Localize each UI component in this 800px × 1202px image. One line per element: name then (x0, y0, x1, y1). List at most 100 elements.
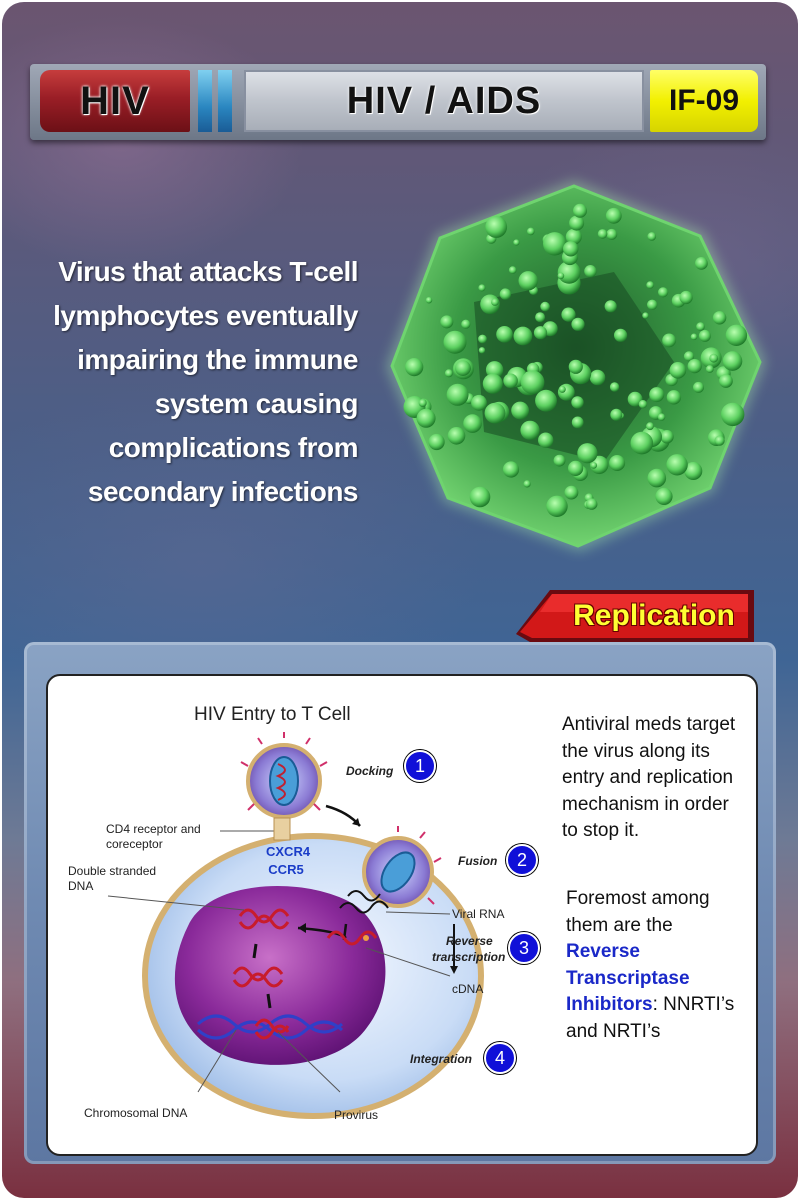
virus-bump (513, 239, 520, 246)
virus-bump (660, 430, 674, 444)
virus-bump (513, 326, 533, 346)
virus-bump (418, 399, 427, 407)
virus-bump (722, 351, 743, 371)
title-plate: HIV / AIDS (244, 70, 644, 132)
virus-bump (610, 408, 623, 421)
docking-virus (240, 732, 328, 819)
step-2-badge: 2 (506, 844, 538, 876)
virus-bump (491, 298, 499, 306)
virus-bump (630, 431, 654, 455)
virus-bump (698, 329, 711, 342)
category-label: HIV (80, 78, 150, 123)
virus-bump (649, 387, 665, 403)
virus-bump (425, 297, 433, 304)
virus-bump (557, 261, 581, 284)
virus-bump (655, 487, 673, 505)
chromosomal-dna-label: Chromosomal DNA (84, 1106, 188, 1120)
virus-bump (605, 207, 622, 224)
virus-bump (518, 271, 538, 291)
header-stripe (218, 70, 232, 132)
virus-bump (714, 435, 725, 446)
virus-bump (571, 317, 585, 331)
virus-bump (535, 312, 546, 323)
virus-illustration (386, 180, 766, 552)
virus-bump (478, 347, 486, 354)
virus-bump (569, 215, 585, 231)
virus-bump (646, 422, 654, 431)
virus-bump (584, 265, 597, 278)
virus-bump (463, 414, 482, 433)
virus-bump (511, 401, 529, 420)
diagram-title: HIV Entry to T Cell (194, 704, 351, 725)
inhibitors-highlight: Reverse Transcriptase Inhibitors (566, 941, 690, 1015)
virus-bump (558, 385, 566, 393)
virus-bump (679, 290, 693, 305)
virus-bump (690, 333, 698, 341)
virus-bump (503, 373, 518, 389)
virus-bump (646, 281, 654, 289)
virus-bump (520, 370, 545, 395)
virus-bump (590, 462, 598, 469)
virus-bump (561, 307, 576, 322)
virus-bump (405, 358, 424, 377)
virus-bump (538, 432, 554, 448)
virus-bump (553, 454, 566, 467)
step-reverse-label: Reverse (446, 934, 493, 948)
virus-bump (638, 400, 648, 409)
step-fusion-label: Fusion (458, 854, 498, 868)
virus-bump (721, 402, 745, 427)
virus-bump (647, 232, 657, 241)
virus-bump (523, 480, 531, 488)
virus-bump (684, 462, 703, 480)
replication-badge: Replication (516, 586, 754, 646)
virus-bump (666, 454, 688, 476)
inhibitors-text: Foremost among them are the Reverse Tran… (566, 886, 746, 1045)
virus-bump (447, 427, 466, 445)
receptor-cxcr4: CXCR4 (266, 844, 311, 859)
virus-bump (658, 287, 669, 298)
step-integration-label: Integration (410, 1052, 472, 1066)
header-stripe (198, 70, 212, 132)
card-code-plate: IF-09 (650, 70, 758, 132)
cdna-label: cDNA (452, 982, 484, 996)
virus-bump (535, 389, 557, 412)
virus-bump (440, 315, 454, 329)
virus-bump (705, 365, 714, 373)
card-title: HIV / AIDS (346, 79, 542, 122)
virus-bump (571, 396, 584, 409)
virus-bump (709, 353, 719, 363)
virus-bump (502, 461, 520, 478)
viral-rna-label: Viral RNA (452, 907, 505, 921)
virus-bump (446, 383, 469, 406)
virus-bump (604, 300, 617, 313)
virus-bump (543, 232, 567, 256)
virus-bump (428, 433, 445, 451)
virus-bump (586, 498, 598, 510)
cd4-label: CD4 receptor and coreceptor (106, 822, 201, 851)
virus-description: Virus that attacks T-cell lymphocytes ev… (53, 256, 358, 507)
virus-bump (647, 468, 667, 488)
virus-bump (597, 229, 608, 239)
virus-bump (647, 299, 658, 310)
virus-bump (568, 460, 584, 476)
virus-bump (609, 382, 620, 392)
virus-bump (564, 485, 579, 500)
category-tab: HIV (40, 70, 190, 132)
virus-bump (669, 362, 687, 379)
card-code: IF-09 (668, 84, 740, 117)
replication-label: Replication (573, 599, 735, 632)
provirus-label: Provirus (334, 1108, 379, 1122)
virus-bump (416, 408, 436, 428)
virus-bump (496, 326, 513, 343)
virus-bump (478, 284, 486, 292)
inhibitors-prefix: Foremost among them are the (566, 888, 710, 936)
virus-bump (609, 455, 626, 471)
virus-bump (696, 322, 705, 331)
receptor-ccr5: CCR5 (268, 862, 304, 877)
virus-bump (533, 326, 548, 340)
virus-bump (666, 390, 682, 405)
virus-bump (557, 272, 565, 280)
antiviral-text: Antiviral meds target the virus along it… (562, 714, 736, 841)
virus-bump (461, 319, 471, 329)
virus-bump (478, 334, 487, 344)
